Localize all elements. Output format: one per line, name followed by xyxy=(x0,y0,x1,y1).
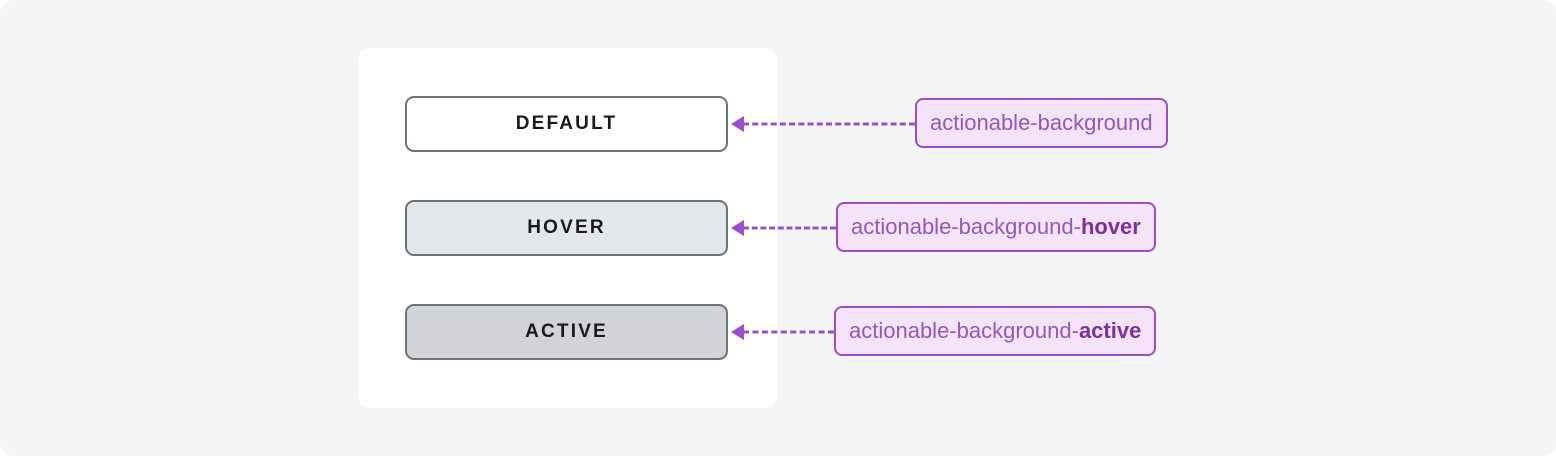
connector-active xyxy=(731,324,834,340)
token-base-text: actionable-background- xyxy=(849,318,1079,343)
state-button-active[interactable]: ACTIVE xyxy=(405,304,728,360)
dashed-line-icon xyxy=(743,122,915,126)
state-button-default[interactable]: DEFAULT xyxy=(405,96,728,152)
arrow-left-icon xyxy=(731,220,744,236)
dashed-line-icon xyxy=(743,226,836,230)
state-button-hover[interactable]: HOVER xyxy=(405,200,728,256)
dashed-line-icon xyxy=(743,330,834,334)
arrow-left-icon xyxy=(731,324,744,340)
token-base-text: actionable-background xyxy=(930,110,1153,135)
connector-hover xyxy=(731,220,836,236)
arrow-left-icon xyxy=(731,116,744,132)
state-row-active: ACTIVE actionable-background-active xyxy=(0,304,1556,360)
token-label-active: actionable-background-active xyxy=(834,306,1157,356)
token-suffix-text: hover xyxy=(1080,214,1141,239)
token-suffix-text: active xyxy=(1078,318,1142,343)
token-label-default: actionable-background xyxy=(915,98,1168,148)
state-row-default: DEFAULT actionable-background xyxy=(0,96,1556,152)
token-label-hover: actionable-background-hover xyxy=(836,202,1156,252)
state-row-hover: HOVER actionable-background-hover xyxy=(0,200,1556,256)
connector-default xyxy=(731,116,915,132)
token-base-text: actionable-background- xyxy=(851,214,1081,239)
